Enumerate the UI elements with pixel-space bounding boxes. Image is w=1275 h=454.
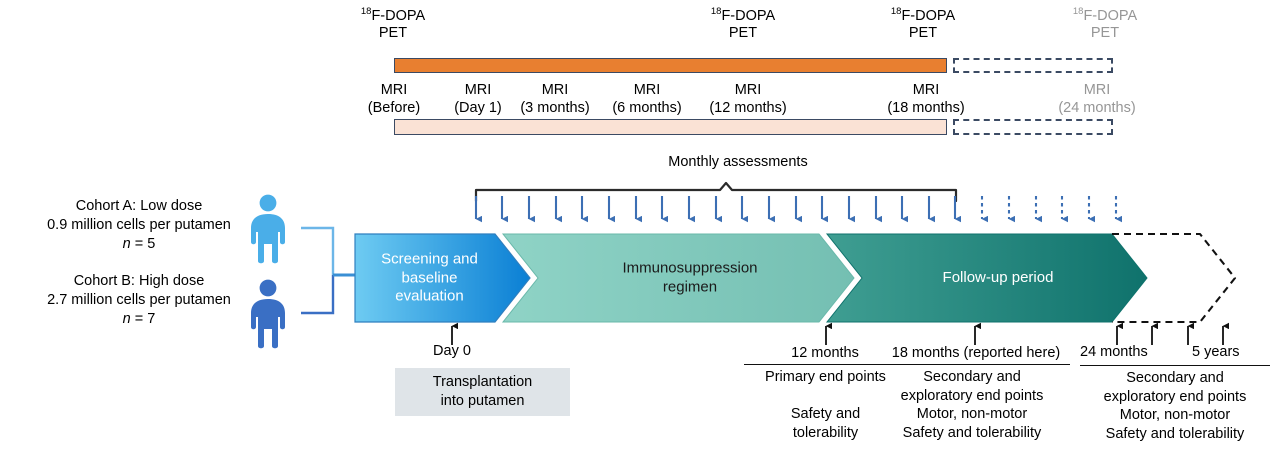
monthly-assessments-bracket (474, 181, 958, 203)
cohort-a-line2: 0.9 million cells per putamen (47, 217, 231, 233)
endpoint-12-months-rule (744, 364, 907, 366)
cohort-b-line1: Cohort B: High dose (73, 273, 205, 289)
mri-label-3mo: MRI (3 months) (520, 82, 590, 116)
pet-label-before: 18F-DOPA PET (318, 6, 468, 42)
day-zero-tick-label: Day 0 (433, 343, 471, 359)
cohort-a-n: n = 5 (122, 236, 156, 252)
endpoint-24-months-heading: 24 months (1080, 344, 1148, 360)
mri-timeline-bar-extension (953, 119, 1113, 135)
pet-label-24mo: 18F-DOPA PET (1030, 6, 1180, 42)
monthly-assessments-label: Monthly assessments (668, 154, 808, 170)
endpoint-18-months-heading: 18 months (reported here) (891, 345, 1061, 361)
phase-screening-label-wrap: Screening and baseline evaluation (357, 234, 502, 322)
pet-sub-before: PET (378, 25, 408, 41)
phase-followup-label: Follow-up period (942, 268, 1054, 286)
endpoint-tick-arrows (451, 322, 1229, 345)
pet-timeline-bar-extension (953, 58, 1113, 73)
endpoint-24-months-rule (1080, 365, 1270, 367)
pet-label-12mo: 18F-DOPA PET (668, 6, 818, 42)
endpoint-18-months: 18 months (reported here) Secondary and … (860, 344, 1092, 442)
cohort-a-label: Cohort A: Low dose 0.9 million cells per… (14, 197, 264, 254)
pet-isotope-18mo: 18 (890, 6, 902, 18)
pet-isotope-before: 18 (360, 6, 372, 18)
endpoint-5-years-heading: 5 years (1192, 344, 1240, 360)
pet-label-18mo: 18F-DOPA PET (848, 6, 998, 42)
pet-timeline-bar (394, 58, 947, 73)
endpoint-12-months-body: Primary end points Safety and tolerabili… (765, 369, 886, 441)
phase-immunosuppression-label: Immunosuppression regimen (622, 259, 758, 296)
cohort-a-line1: Cohort A: Low dose (75, 198, 203, 214)
cohort-b-line2: 2.7 million cells per putamen (47, 292, 231, 308)
phase-screening-label: Screening and baseline evaluation (381, 250, 478, 305)
pet-sub-12mo: PET (728, 25, 758, 41)
endpoint-24-months-body: Secondary and exploratory end points Mot… (1103, 370, 1247, 442)
mri-timeline-bar (394, 119, 947, 135)
mri-label-day1: MRI (Day 1) (454, 82, 502, 116)
mri-label-before: MRI (Before) (367, 82, 421, 116)
phase-followup-label-wrap: Follow-up period (862, 234, 1134, 322)
phase-immunosuppression-label-wrap: Immunosuppression regimen (540, 234, 840, 322)
pet-isotope-24mo: 18 (1072, 6, 1084, 18)
mri-label-12mo: MRI (12 months) (709, 82, 787, 116)
pet-sub-18mo: PET (908, 25, 938, 41)
endpoint-12-months: 12 months Primary end points Safety and … (700, 344, 950, 442)
endpoint-24-months-5-years: 24 months 5 years Secondary and explorat… (1080, 344, 1270, 443)
mri-label-18mo: MRI (18 months) (887, 82, 965, 116)
transplantation-box: Transplantation into putamen (395, 368, 570, 416)
cohort-b-label: Cohort B: High dose 2.7 million cells pe… (14, 272, 264, 329)
cohort-b-n: n = 7 (122, 311, 156, 327)
mri-label-6mo: MRI (6 months) (612, 82, 682, 116)
endpoint-12-months-heading: 12 months (791, 345, 859, 361)
pet-sub-24mo: PET (1090, 25, 1120, 41)
endpoint-18-months-body: Secondary and exploratory end points Mot… (900, 369, 1044, 441)
monthly-assessment-arrows-projected (980, 196, 1122, 223)
monthly-assessment-arrows (474, 196, 961, 223)
mri-label-24mo: MRI (24 months) (1058, 82, 1136, 116)
pet-isotope-12mo: 18 (710, 6, 722, 18)
endpoint-18-months-rule (874, 364, 1070, 366)
